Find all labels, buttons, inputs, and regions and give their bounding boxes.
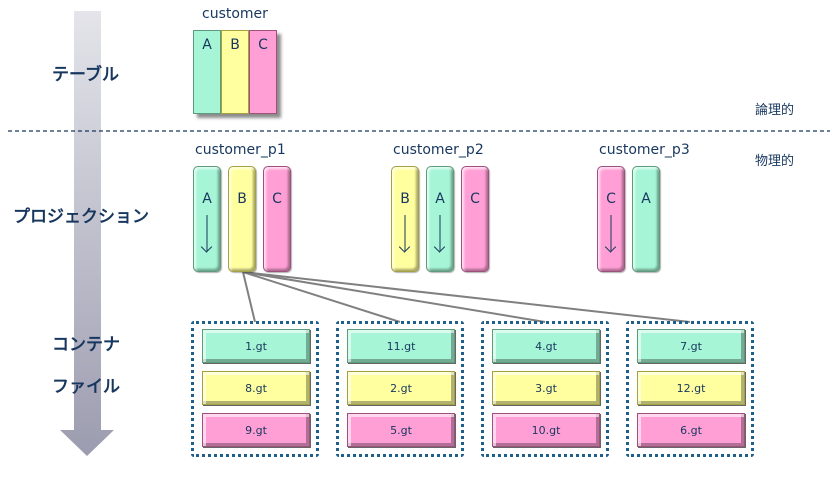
projection-name: customer_p2 — [393, 142, 484, 158]
stage-label-container: コンテナ — [52, 335, 120, 355]
container: 1.gt 8.gt 9.gt — [191, 321, 319, 457]
file-12-gt: 12.gt — [637, 371, 745, 405]
file-4-gt: 4.gt — [492, 329, 600, 363]
file-7-gt: 7.gt — [637, 329, 745, 363]
projection-column-b: B — [391, 166, 419, 272]
column-label: A — [641, 191, 651, 207]
file-3-gt: 3.gt — [492, 371, 600, 405]
projection-column-a: A — [632, 166, 660, 272]
column-label: A — [435, 191, 445, 207]
column-label: C — [272, 191, 282, 207]
link-line — [242, 271, 546, 323]
sort-order-arrow-icon — [610, 215, 612, 251]
column-label: C — [470, 191, 480, 207]
file-6-gt: 6.gt — [637, 413, 745, 447]
projection-column-b: B — [228, 166, 256, 272]
sort-order-arrow-icon — [404, 215, 406, 251]
sort-order-arrow-icon — [439, 215, 441, 251]
link-line — [242, 271, 256, 323]
file-9-gt: 9.gt — [202, 413, 310, 447]
table-name: customer — [202, 6, 268, 22]
table-column-c: C — [249, 30, 277, 114]
column-label: A — [202, 191, 212, 207]
column-to-container-links — [242, 271, 691, 323]
stage-label-projection: プロジェクション — [13, 207, 149, 227]
sort-order-arrow-icon — [206, 215, 208, 251]
stage-label-file: ファイル — [52, 377, 120, 397]
file-2-gt: 2.gt — [347, 371, 455, 405]
file-8-gt: 8.gt — [202, 371, 310, 405]
projection-column-a: A — [193, 166, 221, 272]
column-label: B — [400, 191, 410, 207]
link-line — [242, 271, 401, 323]
link-line — [242, 271, 691, 323]
file-1-gt: 1.gt — [202, 329, 310, 363]
flow-down-arrow — [60, 11, 114, 456]
projection-column-c: C — [461, 166, 489, 272]
logical-label: 論理的 — [755, 103, 795, 118]
projection-column-a: A — [426, 166, 454, 272]
projection-name: customer_p3 — [599, 142, 690, 158]
file-10-gt: 10.gt — [492, 413, 600, 447]
physical-label: 物理的 — [755, 154, 795, 169]
column-label: B — [237, 191, 247, 207]
projection-name: customer_p1 — [195, 142, 286, 158]
file-11-gt: 11.gt — [347, 329, 455, 363]
stage-label-table: テーブル — [52, 65, 119, 85]
table-column-b: B — [221, 30, 249, 114]
projection-column-c: C — [263, 166, 291, 272]
container: 7.gt 12.gt 6.gt — [626, 321, 754, 457]
container: 11.gt 2.gt 5.gt — [336, 321, 464, 457]
container: 4.gt 3.gt 10.gt — [481, 321, 609, 457]
table-column-a: A — [193, 30, 221, 114]
projection-column-c: C — [597, 166, 625, 272]
file-5-gt: 5.gt — [347, 413, 455, 447]
column-label: C — [606, 191, 616, 207]
